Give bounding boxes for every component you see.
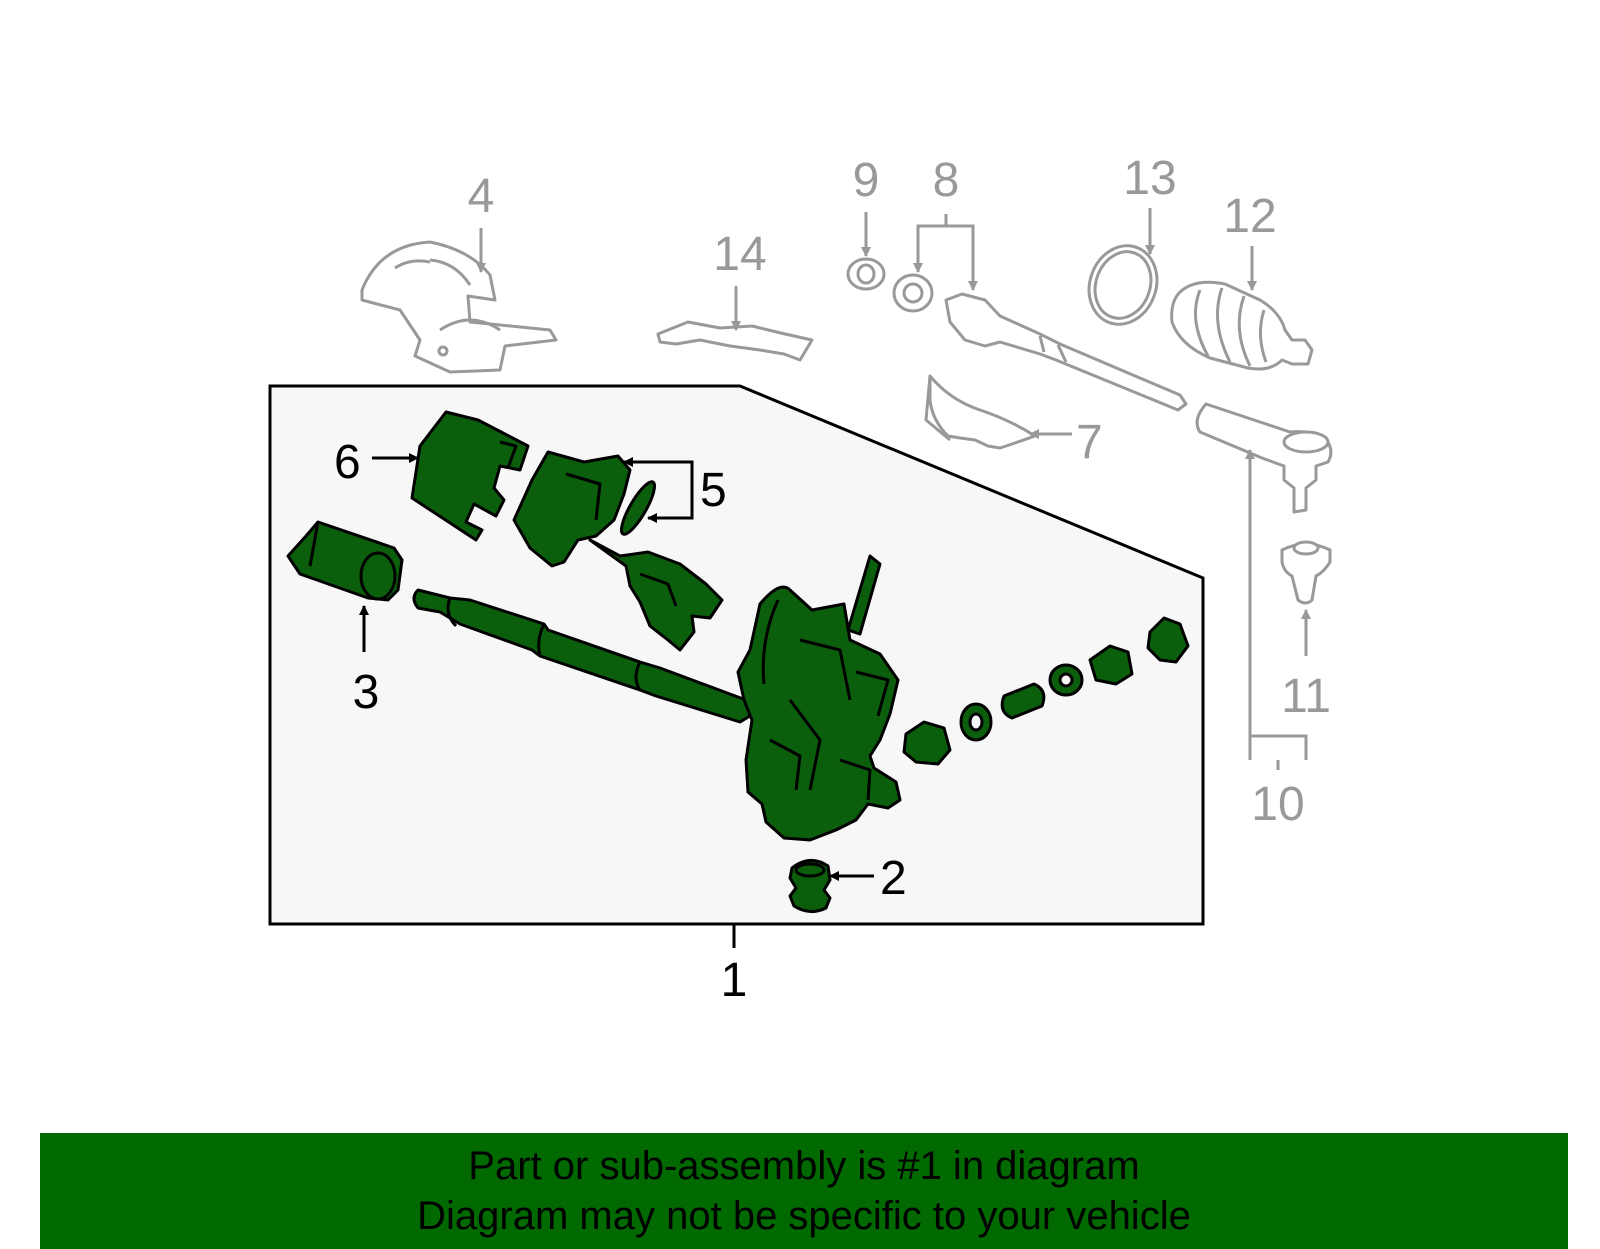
callout-11: 11 (1281, 670, 1331, 723)
callout-5: 5 (700, 464, 727, 517)
part-14-heat-shield (656, 320, 814, 362)
info-banner: Part or sub-assembly is #1 in diagram Di… (40, 1133, 1568, 1249)
callout-2: 2 (880, 852, 907, 905)
callout-14: 14 (713, 228, 766, 281)
small-parts-chain (902, 616, 1190, 766)
callout-10: 10 (1251, 778, 1304, 831)
callout-4: 4 (468, 170, 495, 223)
banner-line-2: Diagram may not be specific to your vehi… (417, 1194, 1191, 1238)
callout-3: 3 (353, 666, 380, 719)
part-9-washer (846, 257, 886, 291)
part-10-tie-rod-end (1195, 402, 1333, 514)
callout-7: 7 (1076, 416, 1103, 469)
part-3-tube-cover (286, 520, 404, 602)
part-6-motor-cover (410, 410, 530, 542)
callout-8: 8 (933, 154, 960, 207)
callout-1: 1 (721, 954, 748, 1007)
part-8-inner-tie-rod (892, 273, 1188, 412)
assembly-panel (268, 384, 1205, 926)
callout-12: 12 (1223, 190, 1276, 243)
part-2-grommet (788, 859, 832, 913)
callout-6: 6 (334, 436, 361, 489)
part-7-bracket (924, 374, 1037, 450)
part-13-boot-clamp (1087, 244, 1159, 326)
part-4-bracket (360, 240, 558, 374)
banner-line-1: Part or sub-assembly is #1 in diagram (468, 1144, 1140, 1188)
callout-9: 9 (853, 154, 880, 207)
part-11-dust-boot (1280, 540, 1332, 605)
part-5-sensor-assembly (512, 450, 724, 652)
callout-13: 13 (1123, 152, 1176, 205)
part-1-steering-gear (412, 554, 902, 842)
part-12-rack-boot (1170, 280, 1314, 371)
